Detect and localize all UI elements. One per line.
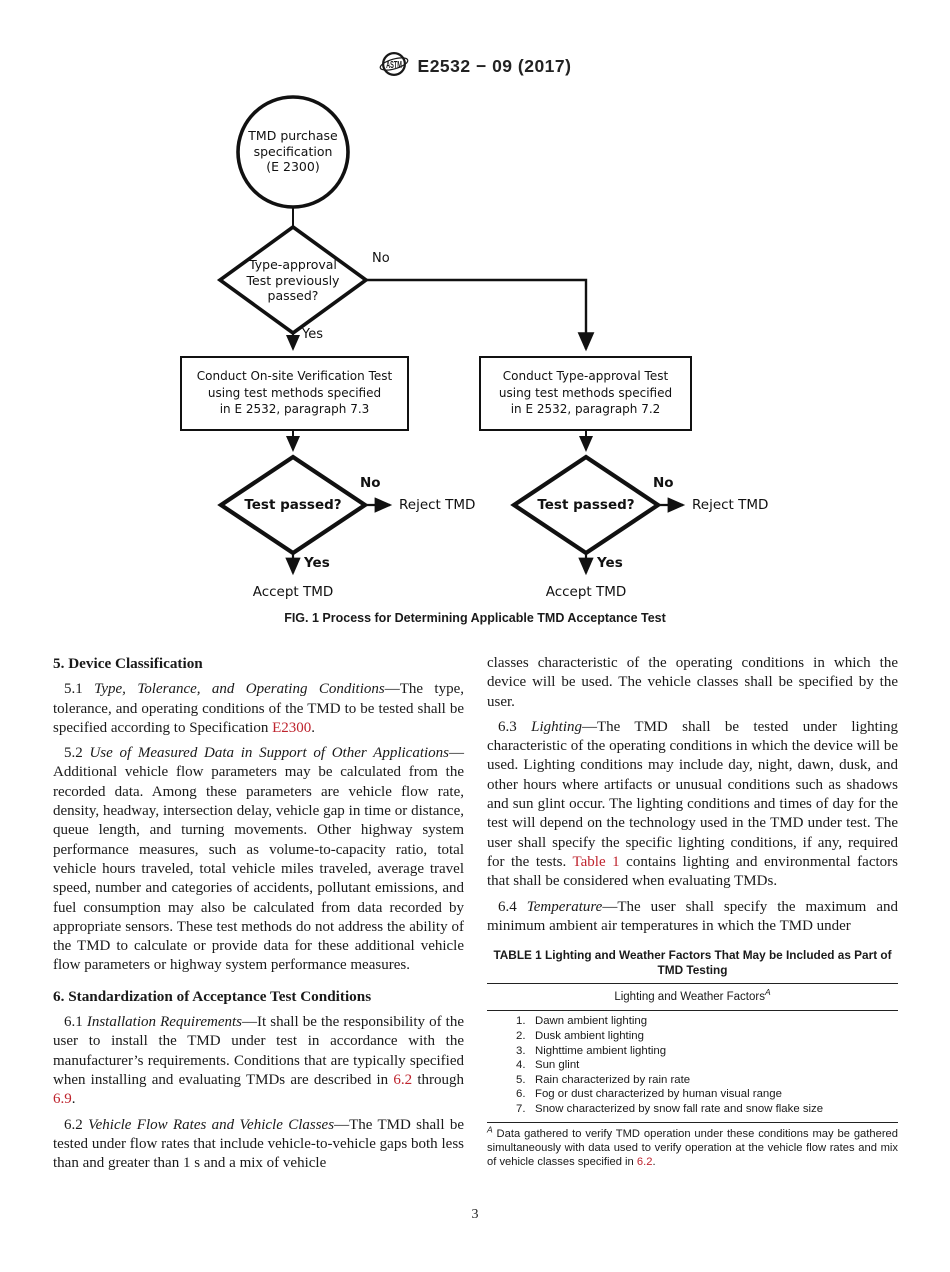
table-row: 4.Sun glint xyxy=(516,1059,580,1072)
table-row: 3.Nighttime ambient lighting xyxy=(516,1044,667,1057)
figure-caption: FIG. 1 Process for Determining Applicabl… xyxy=(284,611,666,625)
para-body: —It shall be the responsibility of the u… xyxy=(53,1014,465,1088)
para-body: classes characteristic of the operating … xyxy=(487,655,898,710)
para-body: through xyxy=(412,1071,464,1088)
footnote-marker: A xyxy=(487,1123,493,1134)
page-number: 3 xyxy=(471,1207,479,1223)
para-title: Temperature xyxy=(526,898,603,915)
link-6-2-footnote[interactable]: 6.2 xyxy=(636,1156,653,1169)
para-number: 6.2 xyxy=(64,1116,89,1133)
table-row: 5.Rain characterized by rain rate xyxy=(516,1073,691,1086)
left-column: 5. Device Classification 5.1 Type, Toler… xyxy=(53,654,464,1179)
table-row: 7.Snow characterized by snow fall rate a… xyxy=(516,1103,824,1116)
decision2-left-label: Test passed? xyxy=(244,497,342,513)
reject-left-label: Reject TMD xyxy=(399,497,476,513)
decision1-yes-label: Yes xyxy=(302,327,323,342)
document-title: E2532 − 09 (2017) xyxy=(417,56,572,76)
process-box-right-label: Conduct Type-approval Test using test me… xyxy=(498,369,673,416)
svg-text:ASTM: ASTM xyxy=(386,60,402,71)
para-number: 5.1 xyxy=(64,681,95,698)
decision1-no-label: No xyxy=(372,251,390,266)
paragraph-6-2-continued: classes characteristic of the operating … xyxy=(487,654,898,712)
para-number: 6.3 xyxy=(498,718,532,735)
footnote-text: . xyxy=(652,1156,656,1169)
section-5-heading: 5. Device Classification xyxy=(53,655,203,672)
body-columns: 5. Device Classification 5.1 Type, Toler… xyxy=(53,654,898,1179)
decision2-right-no-label: No xyxy=(653,475,674,491)
para-title: Installation Requirements xyxy=(86,1014,243,1031)
astm-logo-icon: ASTM xyxy=(379,49,409,84)
paragraph-6-1: 6.1 Installation Requirements—It shall b… xyxy=(53,1013,464,1109)
table-row: 2.Dusk ambient lighting xyxy=(516,1030,644,1043)
link-table-1[interactable]: Table 1 xyxy=(572,853,620,870)
table-1-header-text: Lighting and Weather Factors xyxy=(614,991,765,1004)
table-1: TABLE 1 Lighting and Weather Factors Tha… xyxy=(487,948,898,1169)
para-body: —Additional vehicle flow parameters may … xyxy=(53,745,464,974)
para-number: 5.2 xyxy=(64,745,90,762)
para-title: Vehicle Flow Rates and Vehicle Classes xyxy=(88,1116,335,1133)
link-e2300[interactable]: E2300 xyxy=(272,719,312,736)
process-box-right-shape xyxy=(479,356,692,431)
decision2-right-yes-label: Yes xyxy=(597,555,623,571)
table-1-column-header: Lighting and Weather FactorsA xyxy=(487,983,898,1012)
para-body: . xyxy=(71,1091,76,1108)
paragraph-6-4: 6.4 Temperature—The user shall specify t… xyxy=(487,898,898,937)
process-box-left-label: Conduct On-site Verification Test using … xyxy=(196,369,393,416)
flowchart-figure: TMD purchase specification (E 2300) Type… xyxy=(0,95,950,640)
page-header: ASTM E2532 − 09 (2017) xyxy=(0,0,950,85)
decision2-left-yes-label: Yes xyxy=(304,555,330,571)
table-row: 6.Fog or dust characterized by human vis… xyxy=(516,1088,782,1101)
para-title: Type, Tolerance, and Operating Condition… xyxy=(94,681,385,698)
paragraph-5-1: 5.1 Type, Tolerance, and Operating Condi… xyxy=(53,680,464,738)
para-body: —The TMD shall be tested under flow rate… xyxy=(53,1116,465,1172)
table-1-footnote: A Data gathered to verify TMD operation … xyxy=(487,1121,898,1170)
accept-left-label: Accept TMD xyxy=(252,584,334,600)
para-body: —The user shall specify the maximum and … xyxy=(487,898,898,934)
decision2-left-no-label: No xyxy=(360,475,381,491)
paragraph-6-3: 6.3 Lighting—The TMD shall be tested und… xyxy=(487,718,898,892)
para-title: Lighting xyxy=(531,718,582,735)
decision2-right-label: Test passed? xyxy=(537,497,635,513)
start-node-label: TMD purchase specification (E 2300) xyxy=(248,128,338,174)
link-6-9[interactable]: 6.9 xyxy=(53,1091,72,1108)
flowchart-graphics xyxy=(180,95,692,576)
footnote-text: Data gathered to verify TMD operation un… xyxy=(487,1127,898,1169)
para-number: 6.1 xyxy=(64,1014,87,1031)
para-body: —The TMD shall be tested under lighting … xyxy=(487,718,898,870)
para-number: 6.4 xyxy=(498,898,527,915)
para-title: Use of Measured Data in Support of Other… xyxy=(89,745,449,762)
table-row: 1.Dawn ambient lighting xyxy=(516,1015,648,1028)
link-6-2[interactable]: 6.2 xyxy=(393,1071,413,1088)
para-body: . xyxy=(311,719,316,736)
section-6-heading: 6. Standardization of Acceptance Test Co… xyxy=(53,987,372,1005)
table-1-title: TABLE 1 Lighting and Weather Factors Tha… xyxy=(493,948,892,977)
accept-right-label: Accept TMD xyxy=(545,584,627,600)
paragraph-6-2: 6.2 Vehicle Flow Rates and Vehicle Class… xyxy=(53,1116,464,1174)
para-body: contains lighting and environmental fact… xyxy=(487,853,898,890)
paragraph-5-2: 5.2 Use of Measured Data in Support of O… xyxy=(53,744,464,976)
right-column: classes characteristic of the operating … xyxy=(487,654,898,1179)
para-body: —The type, tolerance, and operating cond… xyxy=(53,681,464,736)
table-1-header-footnote-marker: A xyxy=(764,987,771,998)
decision1-label: Type-approval Test previously passed? xyxy=(246,257,340,303)
reject-right-label: Reject TMD xyxy=(692,497,769,513)
process-box-left-shape xyxy=(180,356,409,431)
